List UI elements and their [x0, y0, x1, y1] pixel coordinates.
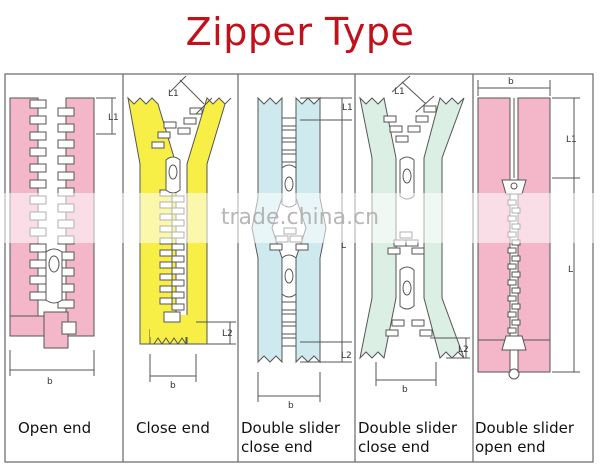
slider-icon — [281, 254, 297, 298]
close-end-zipper: L1 L2 b — [127, 75, 236, 391]
slider-icon — [501, 335, 527, 351]
dim-label: L2 — [341, 351, 352, 361]
label-double-slider-a-line2: close end — [241, 438, 313, 456]
zipper-teeth — [383, 105, 437, 337]
page-title: Zipper Type — [185, 10, 415, 54]
dim-label: L1 — [394, 87, 405, 97]
dim-label: L — [568, 265, 573, 275]
dim-label: L1 — [168, 89, 179, 99]
label-open-end: Open end — [18, 419, 92, 437]
dim-label: L1 — [108, 113, 119, 123]
slider-icon — [45, 248, 63, 304]
slider-icon — [165, 156, 181, 194]
dim-label: L1 — [342, 103, 353, 113]
label-double-slider-open-line2: open end — [475, 438, 546, 456]
label-double-slider-open-line1: Double slider — [475, 419, 574, 437]
dim-label: L — [341, 241, 346, 251]
dim-label: b — [402, 385, 408, 395]
dim-label: L1 — [566, 135, 577, 145]
label-double-slider-b-line2: close end — [358, 438, 430, 456]
dim-label: b — [288, 401, 294, 411]
label-double-slider-a-line1: Double slider — [241, 419, 340, 437]
slider-icon — [399, 266, 415, 310]
dim-label: b — [47, 377, 53, 387]
label-double-slider-b-line1: Double slider — [358, 419, 457, 437]
slider-icon — [501, 179, 527, 195]
table-border — [4, 73, 594, 463]
dim-label: b — [508, 77, 514, 87]
dim-label: b — [170, 381, 176, 391]
double-slider-close-end-zipper-a: L1 L L2 b — [251, 96, 353, 411]
watermark: trade.china.cn — [0, 193, 600, 243]
label-close-end: Close end — [136, 419, 210, 437]
dim-label: L2 — [458, 345, 469, 355]
dim-label: L2 — [222, 329, 233, 339]
